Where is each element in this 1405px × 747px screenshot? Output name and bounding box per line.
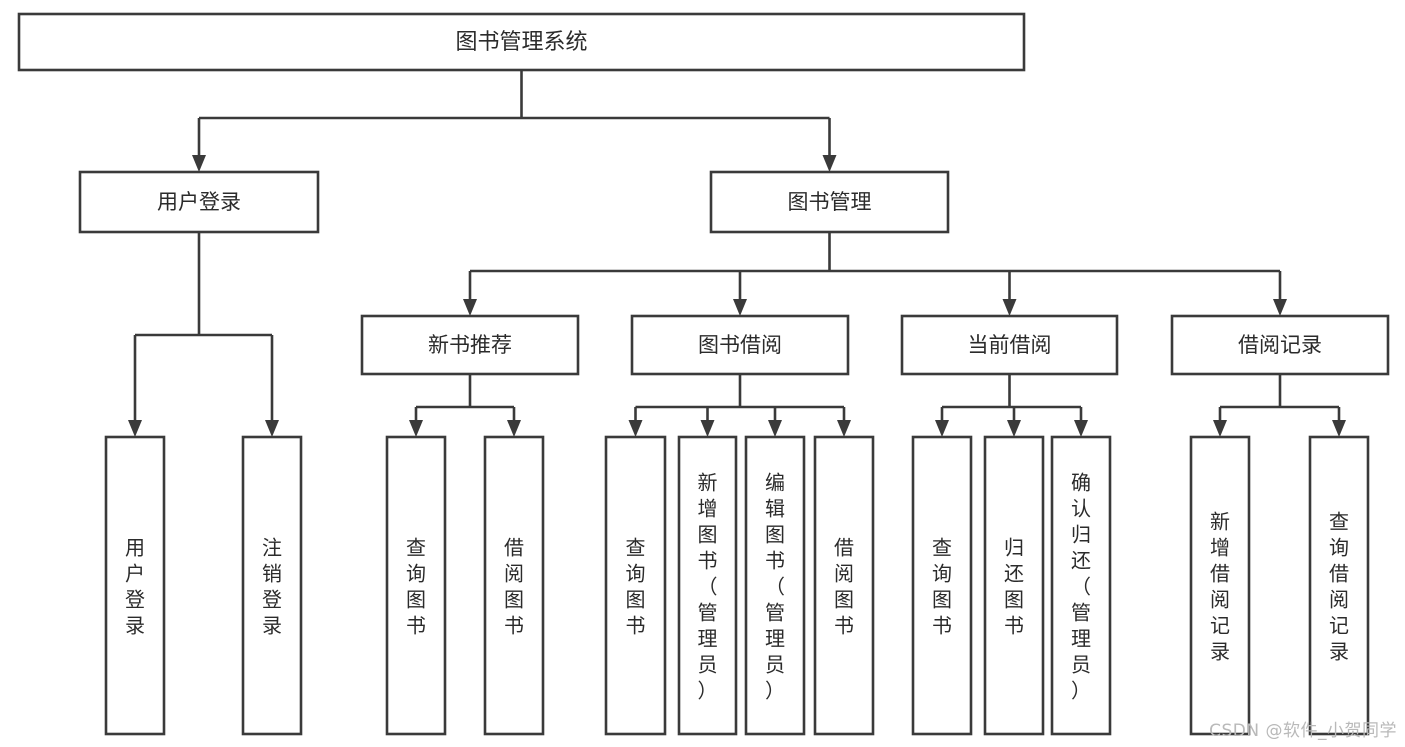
leaf-编辑图书管理员[interactable]: 编辑图书（管理员） [744,435,806,736]
leaf-box [604,435,667,736]
node-label: 借阅记录 [1238,333,1322,357]
watermark-label: CSDN @软件_小贺同学 [1209,721,1397,741]
arrow-head-icon [463,299,477,316]
node-box [900,314,1119,376]
leaf-box [385,435,447,736]
arrow-head-icon [1273,299,1287,316]
leaf-查询图书[interactable]: 查询图书 [911,435,973,736]
leaf-label: 新增图书（管理员） [698,471,718,703]
leaf-label: 查询图书 [406,536,426,638]
arrow-head-icon [1213,420,1227,437]
node-图书借阅[interactable]: 图书借阅 [630,314,850,376]
node-layer: 图书管理系统用户登录图书管理新书推荐图书借阅当前借阅借阅记录用户登录注销登录查询… [17,12,1390,736]
arrow-head-icon [1332,420,1346,437]
leaf-label: 新增借阅记录 [1210,510,1230,664]
node-当前借阅[interactable]: 当前借阅 [900,314,1119,376]
leaf-label: 注销登录 [262,536,282,638]
leaf-label: 借阅图书 [834,536,854,638]
arrow-head-icon [837,420,851,437]
leaf-label: 查询借阅记录 [1329,510,1349,664]
node-label: 图书管理 [788,190,872,214]
arrow-head-icon [628,420,643,437]
leaf-归还图书[interactable]: 归还图书 [983,435,1045,736]
leaf-box [677,435,738,736]
arrow-head-icon [265,420,279,437]
node-图书管理系统[interactable]: 图书管理系统 [17,12,1026,72]
leaf-box [483,435,545,736]
node-label: 图书管理系统 [455,30,587,55]
node-box [1170,314,1390,376]
leaf-box [104,435,166,736]
node-新书推荐[interactable]: 新书推荐 [360,314,580,376]
leaf-用户登录[interactable]: 用户登录 [104,435,166,736]
leaf-label: 用户登录 [125,536,145,638]
node-label: 用户登录 [157,190,241,214]
leaf-借阅图书[interactable]: 借阅图书 [483,435,545,736]
arrow-head-icon [1074,420,1088,437]
node-label: 图书借阅 [698,333,782,357]
node-box [360,314,580,376]
arrow-head-icon [822,155,837,172]
leaf-box [744,435,806,736]
leaf-借阅图书[interactable]: 借阅图书 [813,435,875,736]
node-box [17,12,1026,72]
arrow-head-icon [768,420,782,437]
arrow-head-icon [192,155,206,172]
leaf-注销登录[interactable]: 注销登录 [241,435,303,736]
arrow-head-icon [1002,299,1017,316]
leaf-label: 确认归还（管理员） [1071,471,1091,703]
leaf-box [911,435,973,736]
arrow-head-icon [409,420,423,437]
arrow-head-icon [935,420,949,437]
node-label: 新书推荐 [428,333,512,357]
node-box [709,170,950,234]
leaf-label: 查询图书 [626,536,646,638]
leaf-box [983,435,1045,736]
leaf-box [1050,435,1112,736]
leaf-查询借阅记录[interactable]: 查询借阅记录 [1308,435,1370,736]
node-box [630,314,850,376]
arrow-head-icon [128,420,142,437]
leaf-box [1308,435,1370,736]
node-label: 当前借阅 [968,333,1052,357]
leaf-box [813,435,875,736]
leaf-新增借阅记录[interactable]: 新增借阅记录 [1189,435,1251,736]
arrow-head-icon [700,420,715,437]
leaf-确认归还管理员[interactable]: 确认归还（管理员） [1050,435,1112,736]
leaf-查询图书[interactable]: 查询图书 [604,435,667,736]
leaf-box [1189,435,1251,736]
leaf-label: 查询图书 [932,536,952,638]
connector-layer [128,70,1346,437]
leaf-label: 借阅图书 [504,536,524,638]
leaf-查询图书[interactable]: 查询图书 [385,435,447,736]
leaf-新增图书管理员[interactable]: 新增图书（管理员） [677,435,738,736]
node-借阅记录[interactable]: 借阅记录 [1170,314,1390,376]
arrow-head-icon [733,299,747,316]
arrow-head-icon [507,420,521,437]
leaf-label: 编辑图书（管理员） [765,471,785,703]
node-box [78,170,320,234]
node-图书管理[interactable]: 图书管理 [709,170,950,234]
leaf-box [241,435,303,736]
leaf-label: 归还图书 [1004,536,1024,638]
node-用户登录[interactable]: 用户登录 [78,170,320,234]
arrow-head-icon [1007,420,1021,437]
